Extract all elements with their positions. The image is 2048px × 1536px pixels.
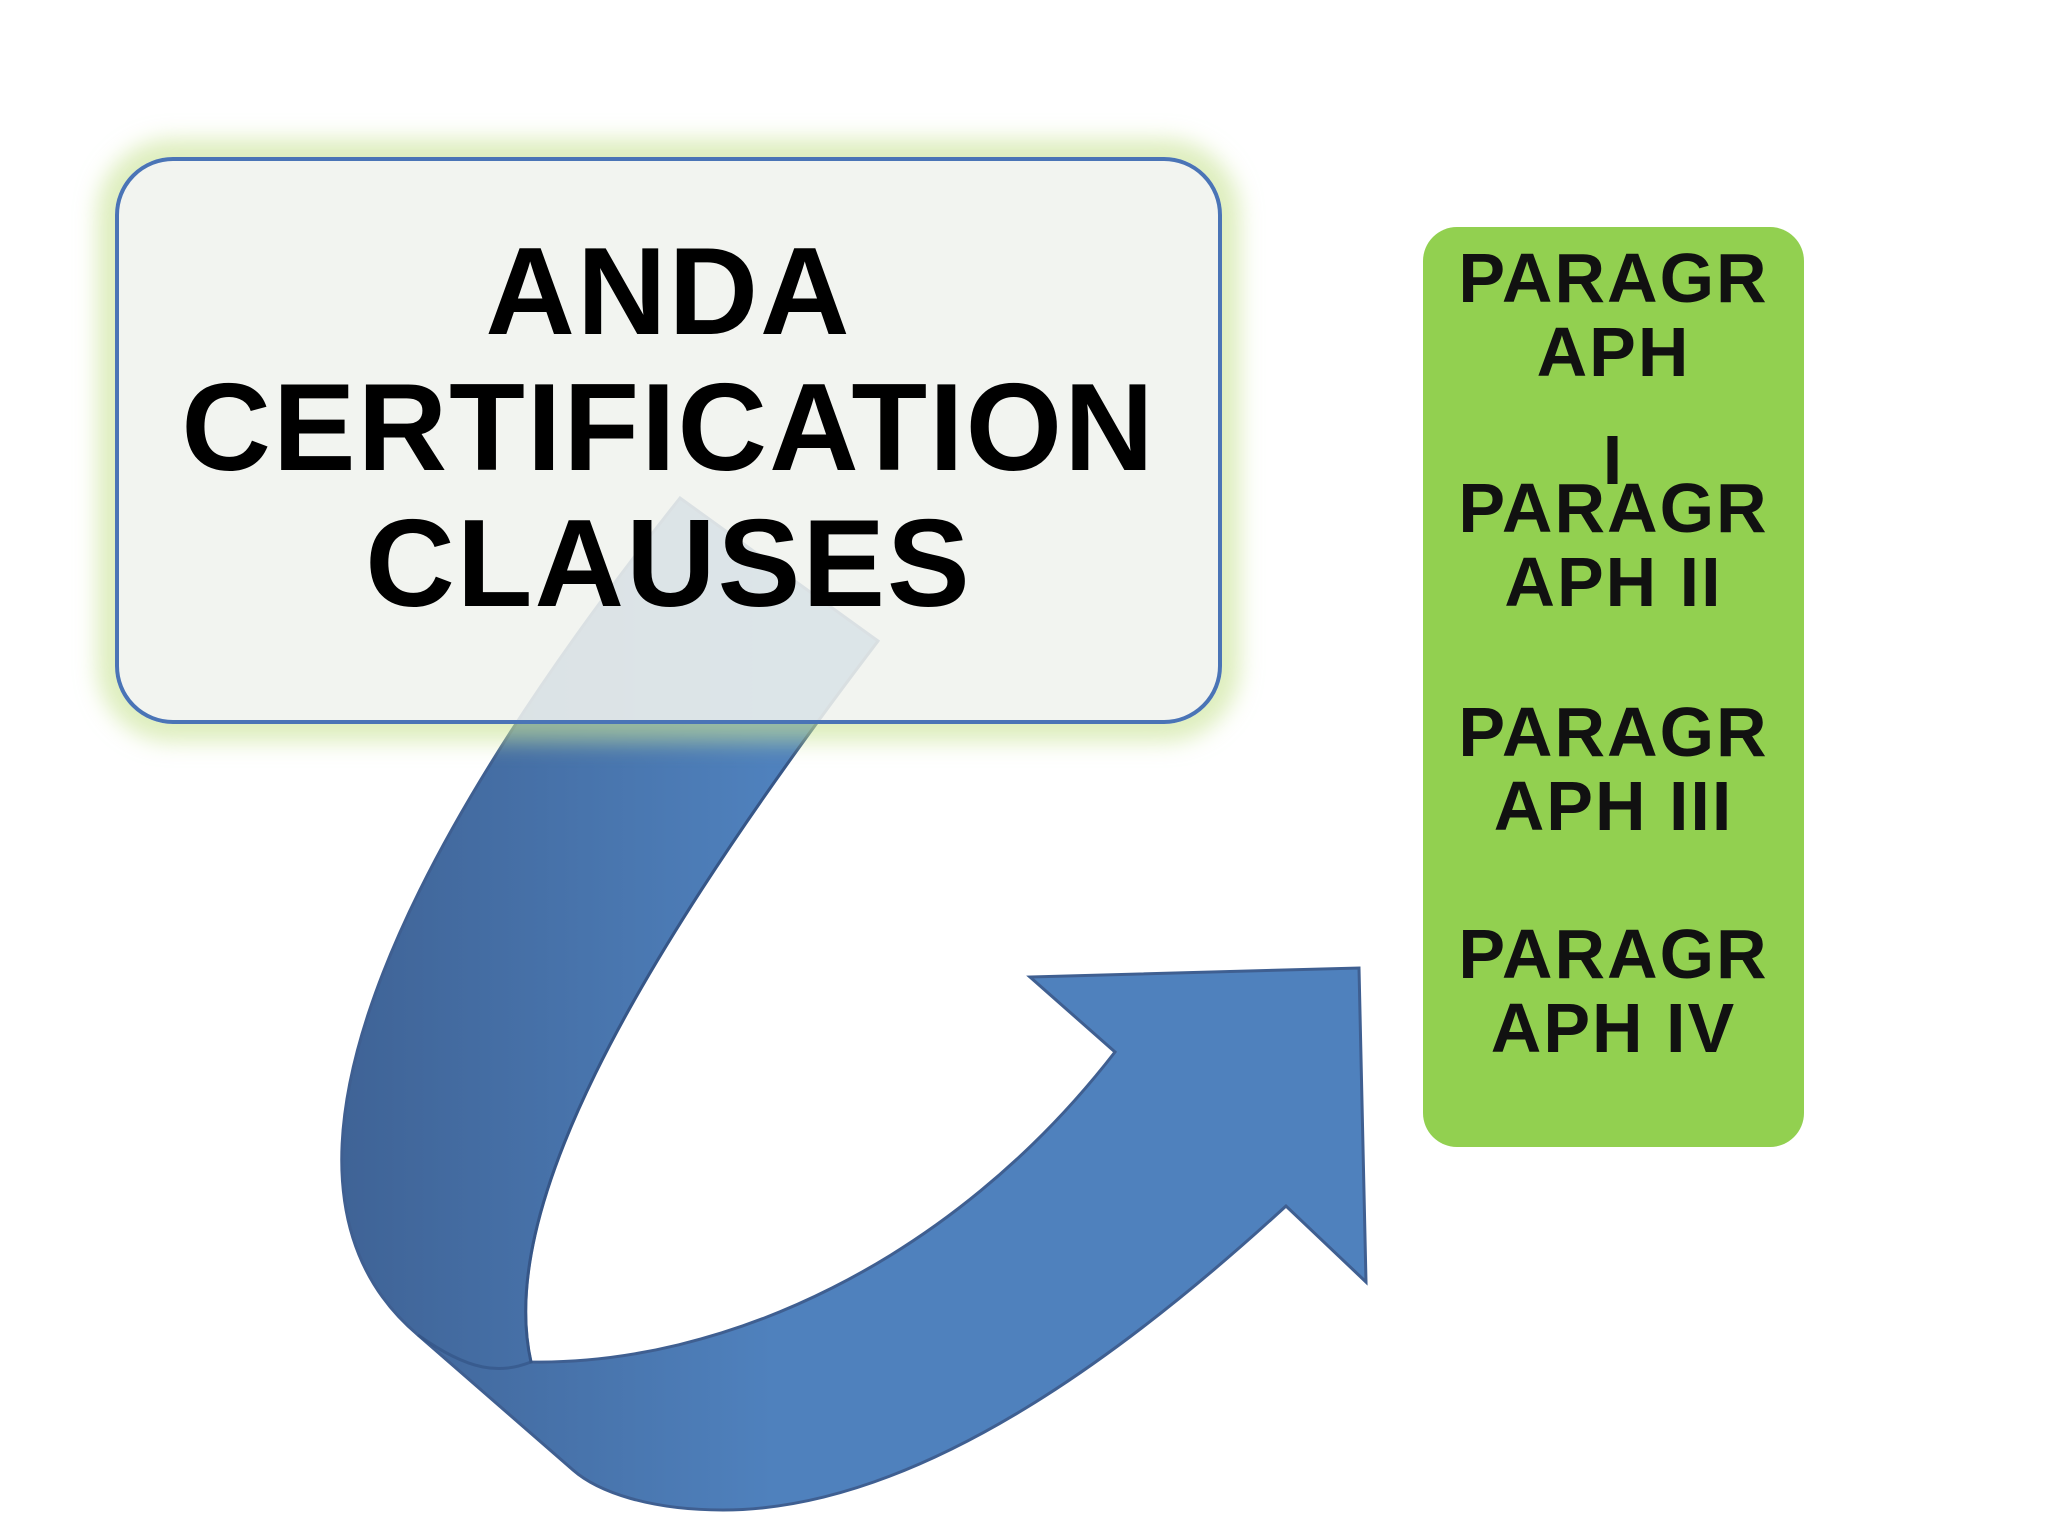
paragraph-line: PARAGR — [1458, 469, 1769, 547]
title-line-2: CERTIFICATION — [181, 358, 1156, 497]
paragraph-line: APH — [1536, 313, 1691, 391]
paragraph-item: PARAGR APH I — [1423, 241, 1804, 497]
paragraph-item: PARAGR APH III — [1423, 695, 1804, 843]
paragraph-line: PARAGR — [1458, 915, 1769, 993]
paragraph-line: I — [1602, 421, 1625, 499]
paragraph-line: APH III — [1493, 767, 1734, 845]
paragraph-line: APH IV — [1490, 989, 1737, 1067]
paragraph-panel: PARAGR APH I PARAGR APH II PARAGR APH II… — [1423, 227, 1804, 1147]
diagram-title: ANDA CERTIFICATION CLAUSES — [161, 224, 1175, 658]
title-line-3: CLAUSES — [365, 494, 972, 633]
paragraph-item: PARAGR APH II — [1423, 471, 1804, 619]
title-box: ANDA CERTIFICATION CLAUSES — [115, 157, 1222, 724]
paragraph-line: APH II — [1504, 543, 1723, 621]
title-line-1: ANDA — [485, 222, 852, 361]
arrow-inner-fold — [417, 640, 880, 1371]
paragraph-line: PARAGR — [1458, 239, 1769, 317]
paragraph-line: PARAGR — [1458, 693, 1769, 771]
paragraph-item: PARAGR APH IV — [1423, 917, 1804, 1065]
